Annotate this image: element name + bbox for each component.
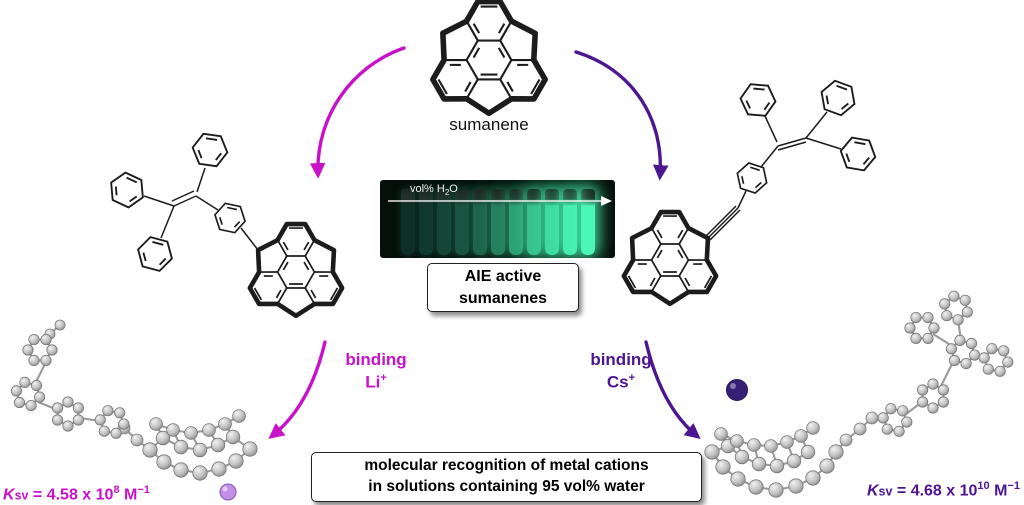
water-label-sub: 2 — [444, 188, 450, 198]
cs-ion-label: Cs+ — [606, 372, 636, 392]
sumanene-label: sumanene — [449, 115, 529, 134]
aie-box-line2: sumanenes — [458, 289, 548, 307]
recognition-box: molecular recognition of metal cations i… — [311, 452, 702, 502]
sumanene-structure-top — [415, 2, 550, 130]
li-ion-sphere — [219, 483, 237, 501]
ksv-li-value: Ksv = 4.58 x 108 M−1 — [3, 484, 150, 504]
alkyne-tpe-sumanene-right-structure — [609, 76, 879, 317]
arrow-binding-cs — [644, 340, 701, 439]
cuvette-11 — [580, 189, 595, 255]
cuvette-10 — [562, 189, 577, 255]
li-ion-label: Li+ — [365, 372, 387, 392]
binding-word-right: binding — [590, 350, 652, 369]
fluorescence-photo: vol% H2O — [380, 180, 615, 258]
water-label-post: O — [449, 183, 458, 195]
cuvette-6 — [490, 189, 505, 255]
cuvette-8 — [526, 189, 541, 255]
cuvette-2 — [418, 189, 433, 255]
crystal-structure-li-complex — [10, 319, 258, 481]
li-ion-highlight — [222, 486, 228, 492]
water-percent-label: vol% H2O — [410, 183, 458, 197]
arrow-sumanene-to-right — [574, 50, 669, 181]
tpe-sumanene-left-structure — [103, 131, 347, 329]
cs-ion-sphere — [726, 379, 748, 401]
recognition-line1: molecular recognition of metal cations — [364, 457, 649, 475]
cuvette-5 — [472, 189, 487, 255]
ksv-cs-value: Ksv = 4.68 x 1010 M−1 — [866, 480, 1020, 500]
aie-active-box: AIE active sumanenes — [427, 263, 579, 312]
crystal-structure-cs-complex — [704, 290, 1014, 498]
aie-box-line1: AIE active — [464, 267, 542, 285]
binding-word-left: binding — [345, 350, 407, 369]
arrow-binding-li — [268, 340, 327, 439]
arrowhead-icon — [601, 196, 612, 206]
cuvette-row — [380, 186, 615, 255]
water-label-pre: vol% H — [410, 183, 445, 195]
binding-li-label: binding Li+ — [331, 349, 421, 394]
cuvette-9 — [544, 189, 559, 255]
cs-ion-highlight — [730, 383, 736, 389]
water-fraction-arrow — [388, 196, 612, 206]
cuvette-4 — [454, 189, 469, 255]
cuvette-1 — [400, 189, 415, 255]
recognition-line2: in solutions containing 95 vol% water — [368, 478, 645, 495]
arrow-sumanene-to-left — [309, 46, 406, 179]
cuvette-7 — [508, 189, 523, 255]
cuvette-3 — [436, 189, 451, 255]
binding-cs-label: binding Cs+ — [576, 349, 666, 394]
